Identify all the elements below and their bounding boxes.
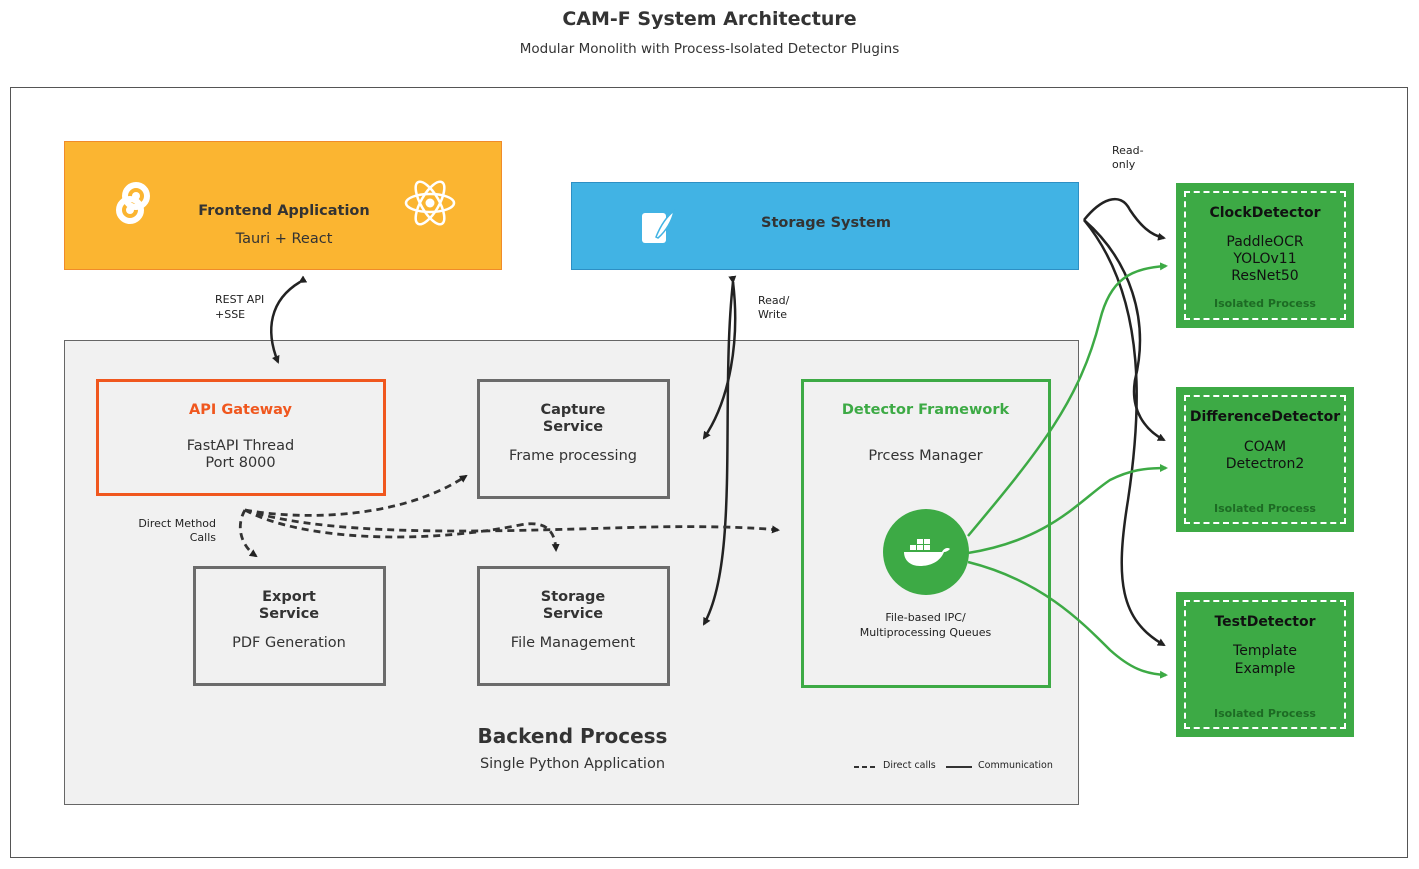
detector-line: Example xyxy=(1234,661,1296,677)
read-write-label-line2: Write xyxy=(758,308,788,321)
api-gateway-line1: FastAPI Thread xyxy=(186,438,295,454)
api-gateway-title: API Gateway xyxy=(189,402,292,418)
read-only-label-line2: only xyxy=(1112,158,1136,171)
ipc-label-line2: Multiprocessing Queues xyxy=(859,626,992,639)
difference-detector: DifferenceDetector COAM Detectron2 Isola… xyxy=(1176,387,1354,532)
legend: Direct calls Communication xyxy=(852,760,1053,774)
detector-title: DifferenceDetector xyxy=(1189,409,1341,425)
capture-service-subtitle: Frame processing xyxy=(509,448,637,464)
frontend-application: Frontend Application Tauri + React xyxy=(64,141,502,270)
clock-detector: ClockDetector PaddleOCR YOLOv11 ResNet50… xyxy=(1176,183,1354,328)
legend-solid-label: Communication xyxy=(978,760,1053,771)
detector-framework-title: Detector Framework xyxy=(841,402,1010,418)
storage-system-title: Storage System xyxy=(761,215,891,231)
detector-line: PaddleOCR xyxy=(1226,234,1304,250)
storage-service-title1: Storage xyxy=(540,589,606,605)
isolated-process-tag: Isolated Process xyxy=(1214,297,1316,310)
capture-service-title2: Service xyxy=(542,419,604,435)
detector-title: TestDetector xyxy=(1214,614,1316,630)
test-detector: TestDetector Template Example Isolated P… xyxy=(1176,592,1354,737)
ipc-label-line1: File-based IPC/ xyxy=(885,611,966,624)
read-write-label-line1: Read/ xyxy=(758,294,790,307)
detector-line: YOLOv11 xyxy=(1233,251,1297,267)
backend-title: Backend Process xyxy=(477,724,668,748)
storage-service-subtitle: File Management xyxy=(510,635,636,651)
storage-system: Storage System xyxy=(571,182,1079,270)
export-service-subtitle: PDF Generation xyxy=(232,635,346,651)
backend-subtitle: Single Python Application xyxy=(479,756,666,772)
export-service-title1: Export xyxy=(262,589,316,605)
api-gateway-line2: Port 8000 xyxy=(205,455,276,471)
rest-api-label-line1: REST API xyxy=(215,293,265,306)
tauri-icon xyxy=(109,178,159,228)
storage-service: Storage Service File Management xyxy=(477,566,670,686)
react-icon xyxy=(403,178,457,228)
rest-api-label-line2: +SSE xyxy=(215,308,246,321)
isolated-process-tag: Isolated Process xyxy=(1214,502,1316,515)
docker-icon xyxy=(882,508,970,596)
diagram-subtitle: Modular Monolith with Process-Isolated D… xyxy=(519,41,900,57)
isolated-process-tag: Isolated Process xyxy=(1214,707,1316,720)
frontend-subtitle: Tauri + React xyxy=(235,231,333,247)
detector-framework: Detector Framework Prcess Manager File-b… xyxy=(801,379,1051,688)
direct-calls-label-line2: Calls xyxy=(189,531,216,544)
outer-frame xyxy=(10,87,1408,858)
detector-framework-subtitle: Prcess Manager xyxy=(868,448,983,464)
diagram-title: CAM-F System Architecture xyxy=(562,8,857,30)
feather-icon xyxy=(638,207,678,247)
detector-line: Template xyxy=(1233,643,1297,659)
export-service: Export Service PDF Generation xyxy=(193,566,386,686)
export-service-title2: Service xyxy=(258,606,320,622)
capture-service: Capture Service Frame processing xyxy=(477,379,670,499)
detector-line: ResNet50 xyxy=(1231,268,1299,284)
read-only-label-line1: Read- xyxy=(1112,144,1144,157)
detector-line: COAM xyxy=(1243,439,1287,455)
frontend-title: Frontend Application xyxy=(198,203,370,219)
detector-line: Detectron2 xyxy=(1225,456,1305,472)
capture-service-title1: Capture xyxy=(540,402,606,418)
legend-dashed-label: Direct calls xyxy=(883,760,936,771)
detector-title: ClockDetector xyxy=(1209,205,1321,221)
direct-calls-label-line1: Direct Method xyxy=(138,517,216,530)
storage-service-title2: Service xyxy=(542,606,604,622)
api-gateway: API Gateway FastAPI Thread Port 8000 xyxy=(96,379,386,496)
